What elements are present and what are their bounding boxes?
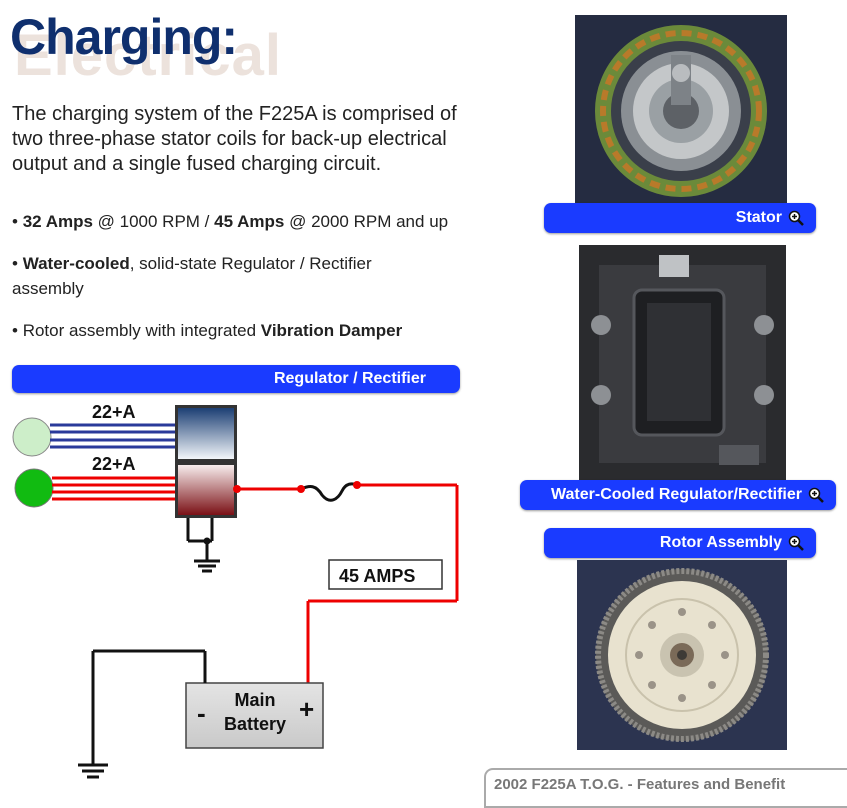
rotor-caption: Rotor Assembly: [659, 534, 782, 551]
magnifier-zoom-icon[interactable]: [808, 487, 824, 503]
regulator-caption: Water-Cooled Regulator/Rectifier: [551, 486, 802, 503]
output-wire: [237, 483, 459, 683]
bullet-water-text: , solid-state Regulator / Rectifier asse…: [12, 254, 372, 298]
regulator-banner: Regulator / Rectifier: [12, 365, 460, 393]
wiring-diagram: 22+A 22+A 45 AMPS Main Battery - +: [12, 402, 459, 779]
coil-top-label: 22+A: [92, 402, 136, 422]
rotor-photo: [577, 560, 787, 750]
battery-ground: [78, 649, 207, 779]
battery-negative-terminal: -: [197, 698, 206, 728]
ground-junction: [203, 537, 211, 545]
bullet-marker: •: [12, 212, 18, 231]
bullet-water-cooled: • Water-cooled, solid-state Regulator / …: [12, 251, 412, 301]
bullet-marker: •: [12, 254, 18, 273]
bullet-rotor-bold: Vibration Damper: [260, 321, 403, 340]
red-wires: [52, 476, 176, 501]
magnifier-zoom-icon[interactable]: [788, 535, 804, 551]
fuse-icon: [300, 482, 358, 502]
main-battery: [185, 682, 324, 749]
battery-label-line2: Battery: [224, 714, 286, 734]
regulator-banner-label: Regulator / Rectifier: [273, 370, 426, 387]
bullet-amps-bold1: 32 Amps: [22, 212, 93, 231]
battery-positive-terminal: +: [299, 694, 314, 724]
footer-text: 2002 F225A T.O.G. - Features and Benefit: [494, 776, 786, 793]
output-label-box: [328, 559, 443, 590]
page-title: Charging:: [10, 9, 238, 65]
output-label: 45 AMPS: [339, 566, 415, 586]
bullet-water-bold: Water-cooled: [22, 254, 130, 273]
regulator-box: [175, 405, 237, 518]
bullet-amps-bold2: 45 Amps: [214, 212, 285, 231]
terminal-dot: [233, 485, 241, 493]
stator-caption-bar[interactable]: Stator: [544, 203, 816, 233]
coil-bottom-label: 22+A: [92, 454, 136, 474]
regulator-caption-bar[interactable]: Water-Cooled Regulator/Rectifier: [520, 480, 836, 510]
bullet-rotor-text: Rotor assembly with integrated: [22, 321, 261, 340]
intro-paragraph: The charging system of the F225A is comp…: [12, 103, 457, 175]
stator-coil-main-icon: [14, 468, 54, 508]
terminal-dot: [297, 485, 305, 493]
watermark-text: Electrical: [14, 23, 282, 88]
stator-photo: [575, 15, 787, 207]
bullet-marker: •: [12, 321, 18, 340]
bullet-amps-text1: @ 1000 RPM /: [92, 212, 215, 231]
bullet-amps-text2: @ 2000 RPM and up: [284, 212, 449, 231]
bullet-rotor: • Rotor assembly with integrated Vibrati…: [12, 318, 492, 343]
blue-wires: [50, 423, 176, 449]
terminal-dot: [353, 481, 361, 489]
stator-coil-backup-icon: [12, 417, 52, 457]
regulator-photo: [579, 245, 786, 483]
bullet-amps: • 32 Amps @ 1000 RPM / 45 Amps @ 2000 RP…: [12, 209, 492, 234]
stator-caption: Stator: [735, 209, 782, 226]
rotor-caption-bar[interactable]: Rotor Assembly: [544, 528, 816, 558]
battery-label-line1: Main: [234, 690, 275, 710]
regulator-ground: [186, 518, 220, 573]
magnifier-zoom-icon[interactable]: [788, 210, 804, 226]
